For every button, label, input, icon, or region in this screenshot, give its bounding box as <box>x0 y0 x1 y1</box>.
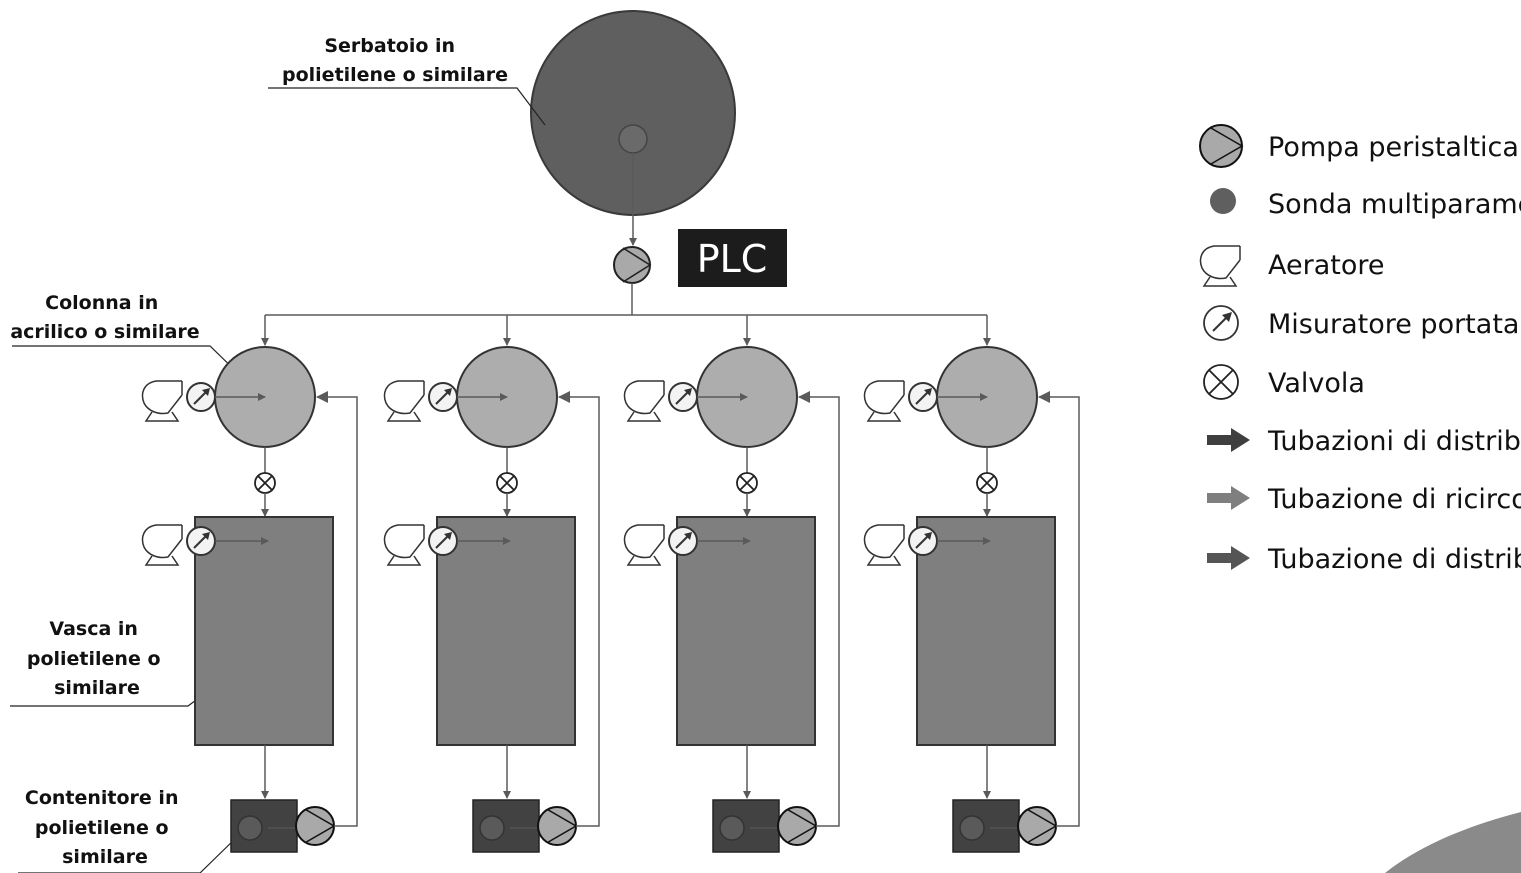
treatment-unit <box>623 315 840 853</box>
valve-icon <box>736 472 758 494</box>
label-vasca: Vasca in polietilene o similare <box>27 618 167 699</box>
basin-body <box>194 516 334 746</box>
label-colonna: Colonna in acrilico o similare <box>10 292 199 343</box>
recirculation-pipe <box>558 391 600 827</box>
label-serbatoio: Serbatoio in polietilene o similare <box>282 35 508 86</box>
peristaltic-pump-icon <box>777 806 818 846</box>
treatment-unit <box>863 315 1080 853</box>
aerator-icon <box>141 524 183 566</box>
aerator-icon <box>863 380 905 422</box>
aerator-icon <box>863 524 905 566</box>
valve-icon <box>254 472 276 494</box>
container-probe-icon <box>719 815 745 841</box>
legend-item: Misuratore portata <box>1203 305 1519 341</box>
flow-meter-icon <box>908 382 938 412</box>
recirculation-pipe <box>1038 391 1080 827</box>
label-serbatoio-line: Serbatoio in <box>324 35 455 57</box>
legend-label: Sonda multiparame <box>1268 189 1521 220</box>
treatment-unit <box>383 315 600 853</box>
flow-meter-icon <box>1203 305 1239 341</box>
peristaltic-pump-icon <box>295 806 336 846</box>
container-body <box>472 799 540 853</box>
flow-meter-icon <box>186 526 216 556</box>
basin-body <box>676 516 816 746</box>
aerator-icon <box>623 380 665 422</box>
legend-label: Aeratore <box>1268 250 1384 281</box>
label-vasca-line: polietilene o <box>27 648 161 670</box>
legend-item: Valvola <box>1203 364 1365 400</box>
basin-body <box>436 516 576 746</box>
flow-meter-icon <box>668 526 698 556</box>
recirculation-pipe <box>798 391 840 827</box>
legend-item: Sonda multiparame <box>1210 188 1521 220</box>
distribution-header <box>265 283 987 316</box>
container-probe-icon <box>237 815 263 841</box>
label-colonna-line: Colonna in <box>45 292 158 314</box>
plc-box <box>678 229 787 287</box>
aerator-icon <box>623 524 665 566</box>
label-vasca-line: Vasca in <box>49 618 138 640</box>
container-probe-icon <box>479 815 505 841</box>
flow-meter-icon <box>428 526 458 556</box>
treatment-unit <box>141 315 358 853</box>
legend-label: Tubazioni di distrib <box>1267 426 1521 457</box>
valve-icon <box>1203 364 1239 400</box>
dark-arrow-icon <box>1207 428 1250 452</box>
peristaltic-pump-icon <box>1199 124 1244 168</box>
legend-item: Tubazione di distrib <box>1207 544 1521 575</box>
peristaltic-pump-icon <box>537 806 578 846</box>
main-pump <box>613 246 652 284</box>
multiparameter-probe-icon <box>1210 188 1236 214</box>
aerator-icon <box>141 380 183 422</box>
main-tank <box>530 10 736 246</box>
label-contenitore-line: similare <box>62 846 148 868</box>
plc-controller: PLC <box>678 229 787 287</box>
basin-body <box>916 516 1056 746</box>
flow-meter-icon <box>428 382 458 412</box>
corner-swoosh-decoration <box>1385 812 1521 873</box>
legend-item: Pompa peristaltica <box>1199 124 1519 168</box>
label-serbatoio-line: polietilene o similare <box>282 64 508 86</box>
label-contenitore-line: Contenitore in <box>25 787 179 809</box>
label-contenitore: Contenitore in polietilene o similare <box>25 787 185 868</box>
legend-item: Aeratore <box>1199 245 1384 287</box>
label-vasca-line: similare <box>54 677 140 699</box>
flow-meter-icon <box>908 526 938 556</box>
aerator-icon <box>383 380 425 422</box>
flow-meter-icon <box>186 382 216 412</box>
light-arrow-icon <box>1207 486 1250 510</box>
label-colonna-line: acrilico o similare <box>10 321 199 343</box>
peristaltic-pump-icon <box>1017 806 1058 846</box>
legend-item: Tubazione di ricirco <box>1207 484 1521 515</box>
plc-label: PLC <box>697 237 768 281</box>
aerator-icon <box>383 524 425 566</box>
legend-label: Tubazione di distrib <box>1267 544 1521 575</box>
label-leaders <box>10 87 546 873</box>
medium-arrow-icon <box>1207 546 1250 570</box>
recirculation-pipe <box>316 391 358 827</box>
legend-label: Tubazione di ricirco <box>1267 484 1521 515</box>
aerator-icon <box>1199 245 1241 287</box>
valve-icon <box>976 472 998 494</box>
label-contenitore-line: polietilene o <box>35 817 169 839</box>
legend-label: Pompa peristaltica <box>1268 132 1519 163</box>
legend-item: Tubazioni di distrib <box>1207 426 1521 457</box>
container-probe-icon <box>959 815 985 841</box>
legend-label: Misuratore portata <box>1268 309 1519 340</box>
tank-probe-icon <box>618 124 648 154</box>
valve-icon <box>496 472 518 494</box>
flow-meter-icon <box>668 382 698 412</box>
main-pump-icon <box>613 246 651 284</box>
legend-label: Valvola <box>1268 368 1365 399</box>
treatment-units <box>141 315 1080 853</box>
